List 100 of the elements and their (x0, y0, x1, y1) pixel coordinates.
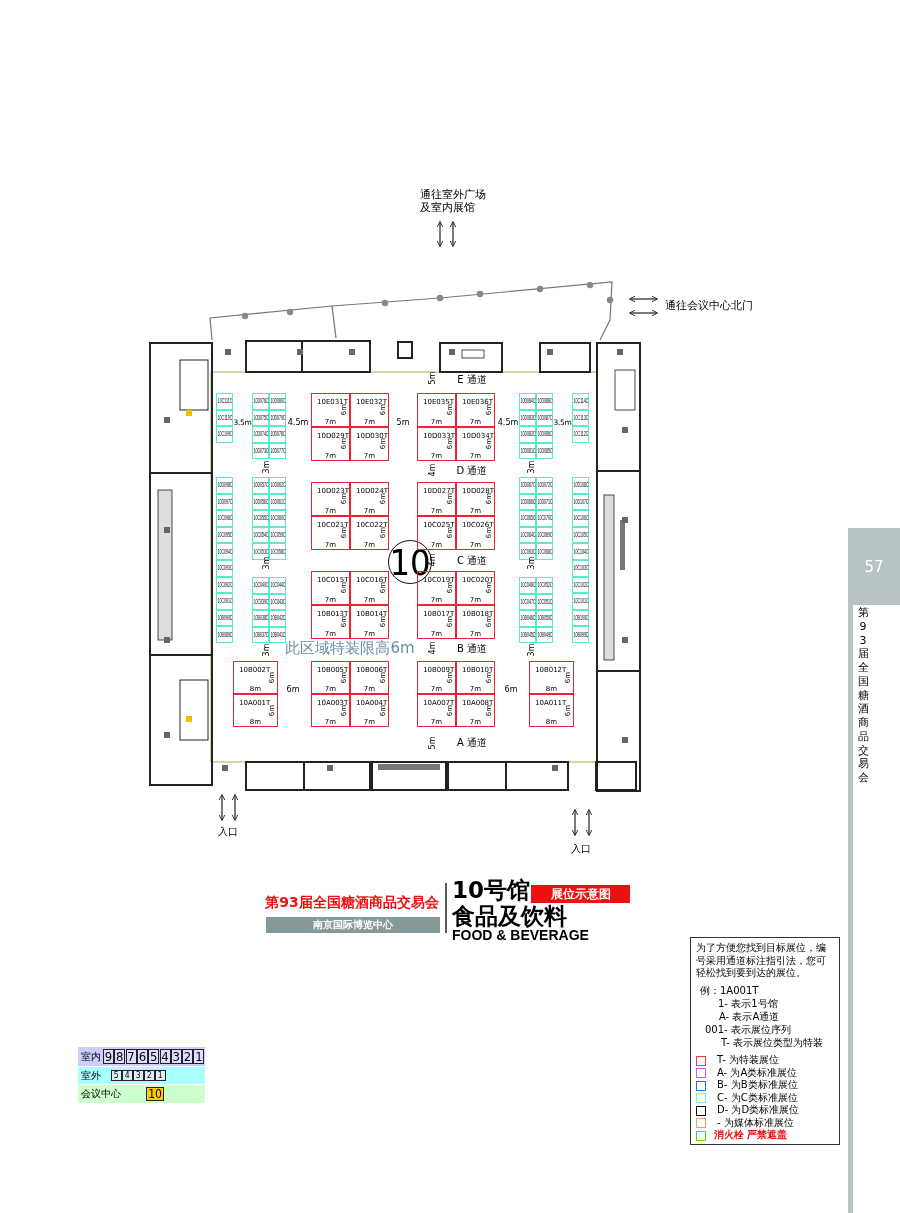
hall-number-box: 4 (159, 1049, 171, 1064)
hall-title: 10号馆 (452, 878, 530, 902)
special-booth (311, 482, 350, 516)
special-booth (311, 427, 350, 461)
standard-booth (536, 626, 553, 644)
special-booth (350, 661, 389, 694)
entrance-label: 入口 (218, 827, 238, 837)
example-text: 例：1A001T (700, 985, 759, 998)
hall-number-box: 10 (146, 1087, 164, 1101)
hall-number-box: 7 (125, 1049, 137, 1064)
standard-booth (519, 426, 536, 443)
dimension-label: 4.5m (497, 419, 519, 427)
dimension-label: 3m (263, 643, 271, 657)
standard-booth (269, 526, 286, 544)
dimension-label: 3m (528, 556, 536, 570)
standard-booth (519, 510, 536, 527)
hall-number-box: 8 (114, 1049, 126, 1064)
special-booth (456, 427, 495, 461)
special-booth (350, 516, 389, 550)
standard-booth (252, 493, 269, 511)
standard-booth (269, 477, 286, 494)
standard-booth (572, 560, 589, 577)
dimension-label: 5m (429, 371, 437, 385)
standard-booth (519, 409, 536, 427)
example-text: 1- 表示1号馆 (718, 998, 778, 1011)
standard-booth (519, 577, 536, 594)
special-booth (417, 482, 456, 516)
entrance-label: 入口 (571, 844, 591, 854)
standard-booth (519, 626, 536, 644)
hall-number-box: 2 (144, 1070, 155, 1081)
standard-booth (536, 393, 553, 410)
row-label: 室外 (81, 1070, 101, 1081)
standard-booth (252, 477, 269, 494)
special-booth (456, 516, 495, 550)
special-booth (456, 482, 495, 516)
standard-booth (269, 493, 286, 511)
category-row (78, 1085, 205, 1103)
dimension-label: 5m (429, 736, 437, 750)
aisle-label: A 通道 (457, 738, 487, 748)
aisle-label: B 通道 (457, 644, 487, 654)
standard-booth (216, 493, 233, 511)
standard-booth (519, 442, 536, 460)
special-booth (350, 605, 389, 639)
special-booth (350, 393, 389, 427)
standard-booth (216, 609, 233, 627)
standard-booth (572, 576, 589, 594)
row-label: 会议中心 (81, 1089, 121, 1099)
standard-booth (252, 593, 269, 611)
standard-booth (572, 543, 589, 560)
special-booth (311, 571, 350, 605)
standard-booth (519, 393, 536, 410)
standard-booth (269, 442, 286, 460)
dimension-label: 4m (429, 641, 437, 655)
legend-text: T- 为特装展位 (717, 1055, 779, 1065)
standard-booth (572, 393, 589, 410)
map-title-box: 展位示意图 (531, 885, 630, 903)
special-booth (350, 482, 389, 516)
standard-booth (269, 610, 286, 627)
special-booth (417, 427, 456, 461)
standard-booth (519, 493, 536, 511)
standard-booth (269, 409, 286, 427)
dimension-label: 6m (504, 686, 518, 694)
standard-booth (519, 477, 536, 494)
standard-booth (252, 626, 269, 644)
row-label: 室内 (81, 1051, 101, 1062)
standard-booth (269, 426, 286, 443)
standard-booth (519, 526, 536, 544)
dimension-label: 3m (263, 460, 271, 474)
special-booth (456, 393, 495, 427)
standard-booth (572, 493, 589, 511)
legend-text: 消火栓 严禁遮盖 (714, 1130, 788, 1140)
standard-booth (572, 593, 589, 610)
standard-booth (536, 426, 553, 443)
standard-booth (269, 577, 286, 594)
standard-booth (269, 593, 286, 611)
standard-booth (216, 626, 233, 643)
hall-number-box: 2 (182, 1049, 194, 1064)
hall-subtitle: FOOD & BEVERAGE (452, 928, 589, 942)
hall-number-box: 1 (193, 1049, 205, 1064)
standard-booth (216, 426, 233, 443)
standard-booth (216, 576, 233, 594)
special-booth (311, 605, 350, 639)
special-booth (350, 571, 389, 605)
standard-booth (519, 593, 536, 611)
direction-note: 通往会议中心北门 (665, 300, 753, 311)
height-limit-note: 此区域特装限高6m (285, 640, 415, 656)
dimension-label: 3m (528, 643, 536, 657)
special-booth (456, 694, 495, 727)
legend-text: D- 为D类标准展位 (717, 1105, 800, 1115)
standard-booth (536, 543, 553, 560)
standard-booth (269, 393, 286, 410)
standard-booth (572, 477, 589, 494)
standard-booth (572, 626, 589, 643)
standard-booth (252, 426, 269, 443)
special-booth (529, 661, 574, 694)
standard-booth (216, 409, 233, 427)
special-booth (233, 694, 278, 727)
standard-booth (572, 609, 589, 627)
special-booth (311, 516, 350, 550)
legend-text: B- 为B类标准展位 (717, 1080, 798, 1090)
